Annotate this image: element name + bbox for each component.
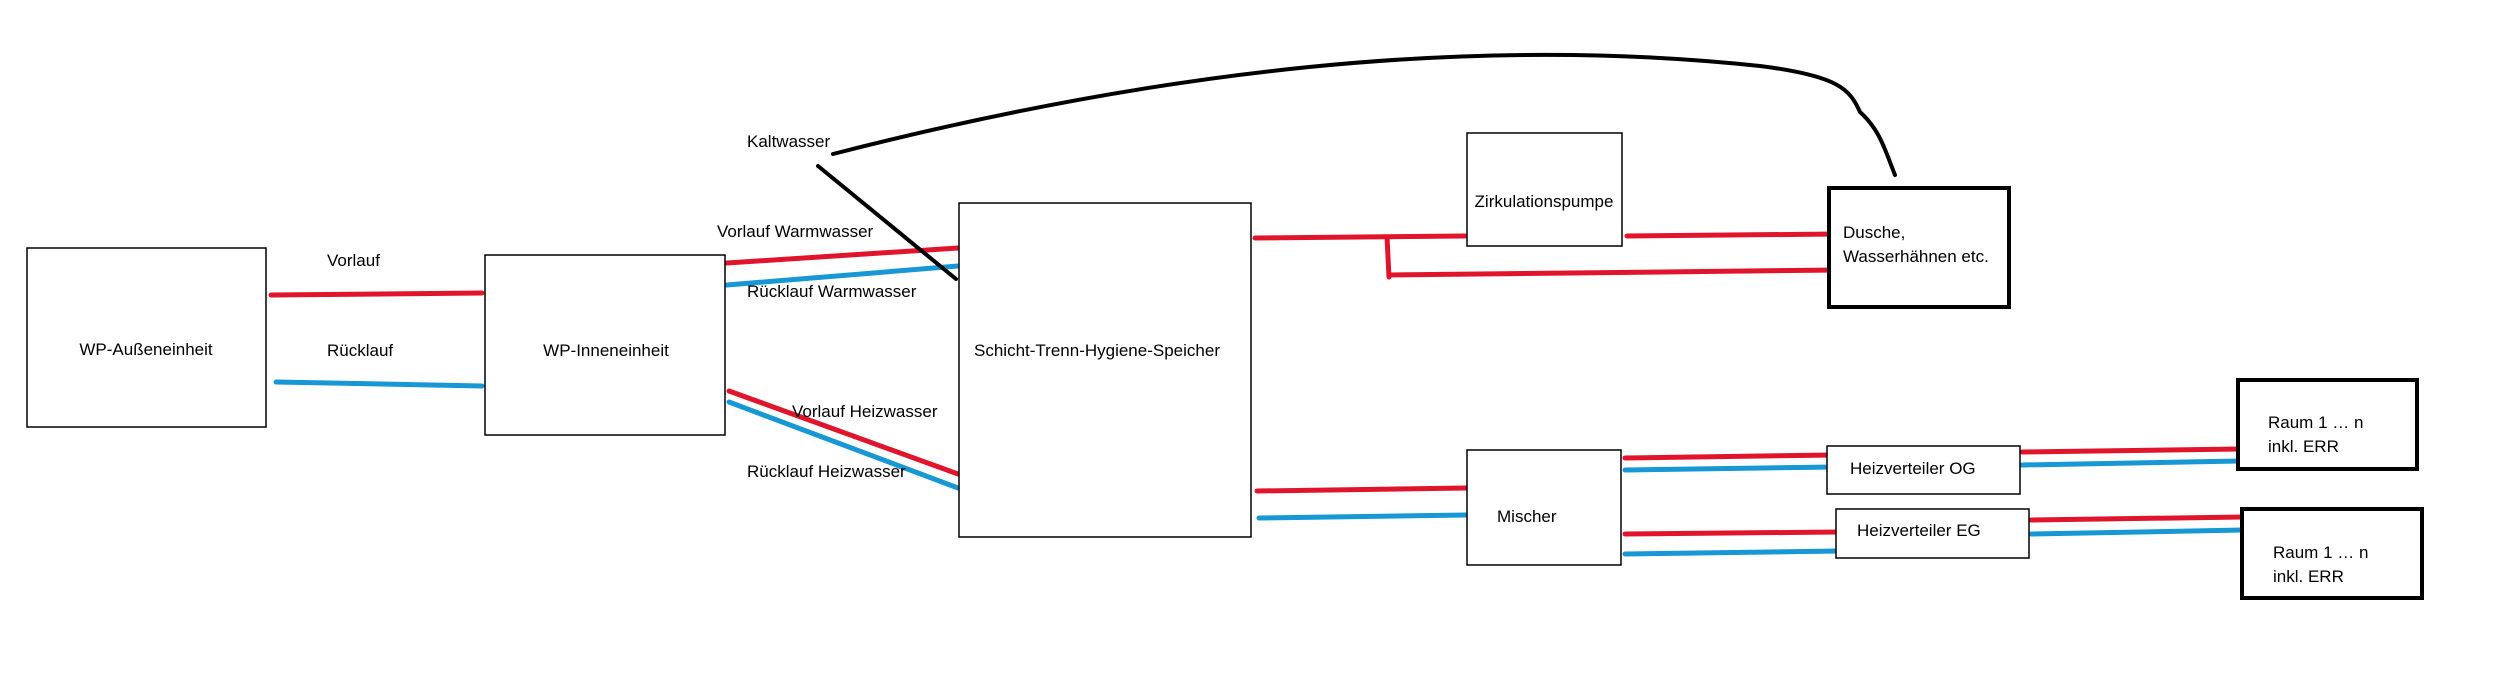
shower-label-line2: Wasserhähnen etc. xyxy=(1843,247,1989,266)
supply-pipe-mixer-og xyxy=(1622,452,1837,461)
return-hot-water-label: Rücklauf Warmwasser xyxy=(747,282,917,301)
mixer-label: Mischer xyxy=(1497,507,1557,526)
return-pipe-mixer-og xyxy=(1622,464,1837,473)
indoor-unit-box xyxy=(484,254,726,436)
distributor-eg-label: Heizverteiler EG xyxy=(1857,521,1981,540)
circulation-pump-box xyxy=(1466,132,1623,247)
rooms-eg-label-line1: Raum 1 … n xyxy=(2273,543,2368,562)
shower-box xyxy=(1827,186,2011,309)
storage-tank-label: Schicht-Trenn-Hygiene-Speicher xyxy=(974,341,1220,360)
circulation-branch-pipe xyxy=(1384,234,1392,280)
outdoor-unit-box xyxy=(26,247,267,428)
circulation-pump-label: Zirkulationspumpe xyxy=(1475,192,1614,211)
cold-water-inlet-line xyxy=(816,164,958,281)
supply-pipe-outdoor-indoor xyxy=(268,290,485,298)
return-pipe-eg-rooms xyxy=(2028,527,2246,537)
mixer-box xyxy=(1466,449,1622,566)
supply-label: Vorlauf xyxy=(327,251,380,270)
rooms-og-box xyxy=(2236,378,2419,471)
rooms-eg-box xyxy=(2240,507,2424,600)
supply-pipe-og-rooms xyxy=(2019,446,2243,455)
return-pipe-outdoor-indoor xyxy=(273,379,485,389)
cold-water-supply-line xyxy=(831,52,1897,177)
cold-water-label: Kaltwasser xyxy=(747,132,830,151)
return-pipe-og-rooms xyxy=(2019,458,2243,468)
supply-heating-water-label: Vorlauf Heizwasser xyxy=(792,402,938,421)
rooms-eg-label-line2: inkl. ERR xyxy=(2273,567,2344,586)
distributor-eg-box xyxy=(1835,508,2030,559)
supply-pipe-storage-mixer xyxy=(1254,485,1469,494)
return-heating-water-label: Rücklauf Heizwasser xyxy=(747,462,906,481)
supply-pipe-heating-water xyxy=(726,388,961,477)
return-pipe-heating-water xyxy=(726,399,961,491)
distributor-og-label: Heizverteiler OG xyxy=(1850,459,1976,478)
distributor-og-box xyxy=(1826,445,2021,495)
circulation-return-pipe xyxy=(1386,267,1841,278)
supply-hot-water-label: Vorlauf Warmwasser xyxy=(717,222,874,241)
shower-label-line1: Dusche, xyxy=(1843,223,1905,242)
rooms-og-label-line1: Raum 1 … n xyxy=(2268,413,2363,432)
supply-pipe-eg-rooms xyxy=(2028,514,2246,523)
outdoor-unit-label: WP-Außeneinheit xyxy=(79,340,213,359)
return-pipe-storage-mixer xyxy=(1256,512,1469,521)
supply-pipe-pump-shower xyxy=(1624,231,1841,239)
return-pipe-hot-water xyxy=(724,263,961,288)
rooms-og-label-line2: inkl. ERR xyxy=(2268,437,2339,456)
return-label: Rücklauf xyxy=(327,341,393,360)
storage-tank-box xyxy=(958,202,1252,538)
supply-pipe-mixer-eg xyxy=(1622,529,1842,537)
supply-pipe-storage-pump xyxy=(1252,233,1468,241)
indoor-unit-label: WP-Inneneinheit xyxy=(543,341,669,360)
return-pipe-mixer-eg xyxy=(1622,548,1842,557)
